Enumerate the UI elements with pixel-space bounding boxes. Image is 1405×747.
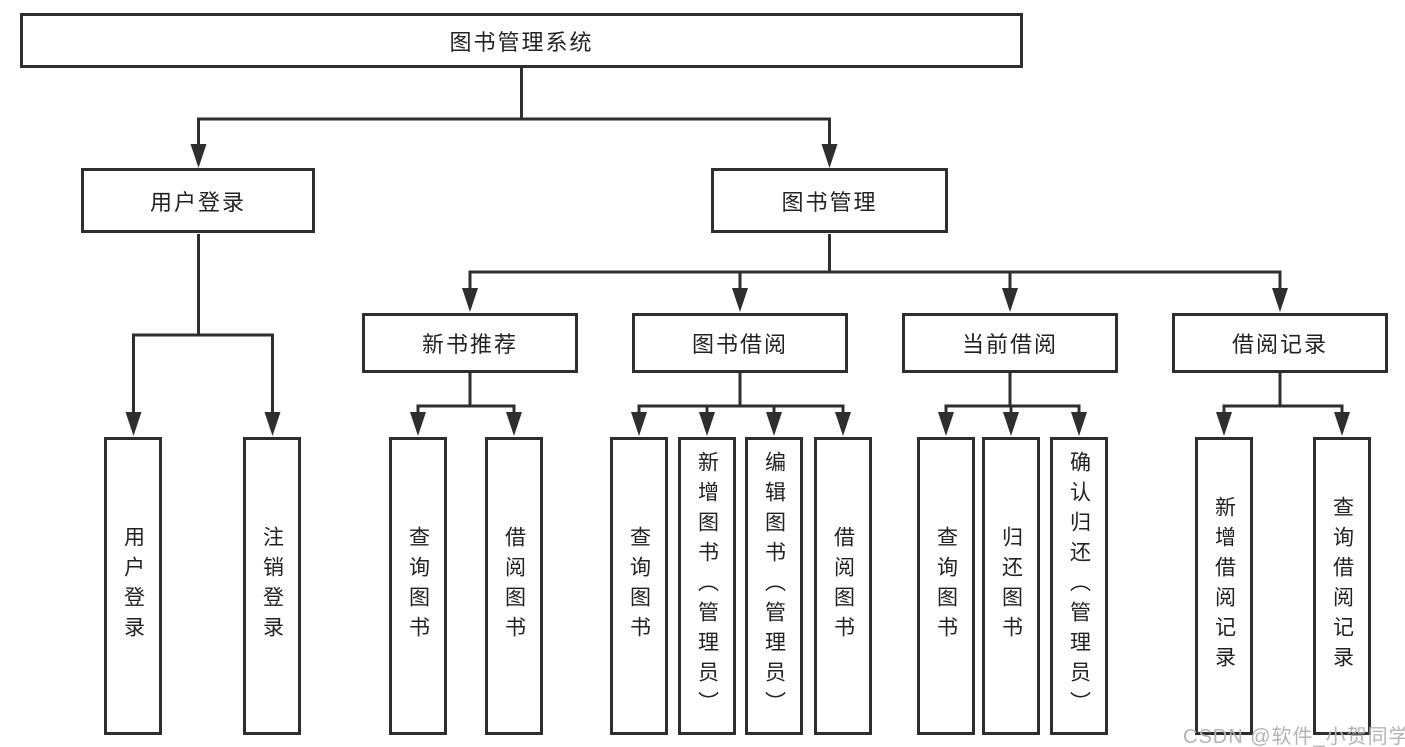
leaf-logout: 注销登录 [243, 437, 301, 735]
leaf-user-login-label: 用户登录 [121, 526, 145, 646]
csdn-watermark: CSDN @软件_小贺同学 [1183, 726, 1405, 747]
leaf-cb-confirm-return-admin-label: 确认归还（管理员） [1067, 451, 1091, 721]
leaf-cb-return-books: 归还图书 [982, 437, 1040, 735]
connector-arrow-bb-borrow-head [835, 412, 851, 436]
node-book-management: 图书管理 [711, 168, 948, 233]
leaf-br-query-record-label: 查询借阅记录 [1330, 496, 1354, 676]
leaf-bb-borrow-books-label: 借阅图书 [831, 526, 855, 646]
leaf-user-login: 用户登录 [104, 437, 162, 735]
leaf-bb-add-books-admin-label: 新增图书（管理员） [695, 451, 719, 721]
connector-arrow-bb-query-head [631, 412, 647, 436]
leaf-rec-borrow-books: 借阅图书 [485, 437, 543, 735]
node-borrow-records: 借阅记录 [1172, 313, 1388, 373]
connector-arrow-br-query-head [1334, 412, 1350, 436]
leaf-br-query-record: 查询借阅记录 [1313, 437, 1371, 735]
leaf-br-add-record: 新增借阅记录 [1195, 437, 1253, 735]
connector-arrow-cb-query-head [938, 412, 954, 436]
connector-arrow-cb-confirm-head [1071, 412, 1087, 436]
connector-arrow-book-mgmt-head [821, 144, 838, 168]
leaf-bb-query-books: 查询图书 [610, 437, 668, 735]
connector-arrow-leaf-login-head [125, 412, 142, 436]
leaf-logout-label: 注销登录 [260, 526, 284, 646]
connector-arrow-bb-add-head [699, 412, 715, 436]
leaf-cb-confirm-return-admin: 确认归还（管理员） [1050, 437, 1108, 735]
leaf-cb-return-books-label: 归还图书 [999, 526, 1023, 646]
connector-arrow-bb-edit-head [766, 412, 782, 436]
leaf-cb-query-books: 查询图书 [917, 437, 975, 735]
node-current-borrow: 当前借阅 [902, 313, 1118, 373]
node-root-system: 图书管理系统 [20, 13, 1023, 68]
connector-arrow-cb-return-head [1003, 412, 1019, 436]
leaf-bb-borrow-books: 借阅图书 [814, 437, 872, 735]
leaf-bb-edit-books-admin-label: 编辑图书（管理员） [762, 451, 786, 721]
leaf-cb-query-books-label: 查询图书 [934, 526, 958, 646]
connector-arrow-borrow-records-head [1272, 288, 1288, 312]
node-book-borrow: 图书借阅 [632, 313, 848, 373]
leaf-rec-query-books: 查询图书 [389, 437, 447, 735]
leaf-bb-query-books-label: 查询图书 [627, 526, 651, 646]
connector-arrow-book-borrow-head [732, 288, 748, 312]
leaf-bb-add-books-admin: 新增图书（管理员） [678, 437, 736, 735]
leaf-bb-edit-books-admin: 编辑图书（管理员） [745, 437, 803, 735]
connector-arrow-rec-borrow-head [506, 412, 522, 436]
connector-arrow-new-book-head [462, 288, 478, 312]
connector-arrow-user-login-head [190, 144, 207, 168]
connector-arrow-rec-query-head [410, 412, 426, 436]
leaf-rec-query-books-label: 查询图书 [406, 526, 430, 646]
node-user-login: 用户登录 [81, 168, 315, 233]
connector-arrow-br-add-head [1216, 412, 1232, 436]
connector-arrow-current-borrow-head [1002, 288, 1018, 312]
node-new-book-recommend: 新书推荐 [362, 313, 578, 373]
leaf-br-add-record-label: 新增借阅记录 [1212, 496, 1236, 676]
connector-arrow-leaf-logout-head [264, 412, 281, 436]
leaf-rec-borrow-books-label: 借阅图书 [502, 526, 526, 646]
